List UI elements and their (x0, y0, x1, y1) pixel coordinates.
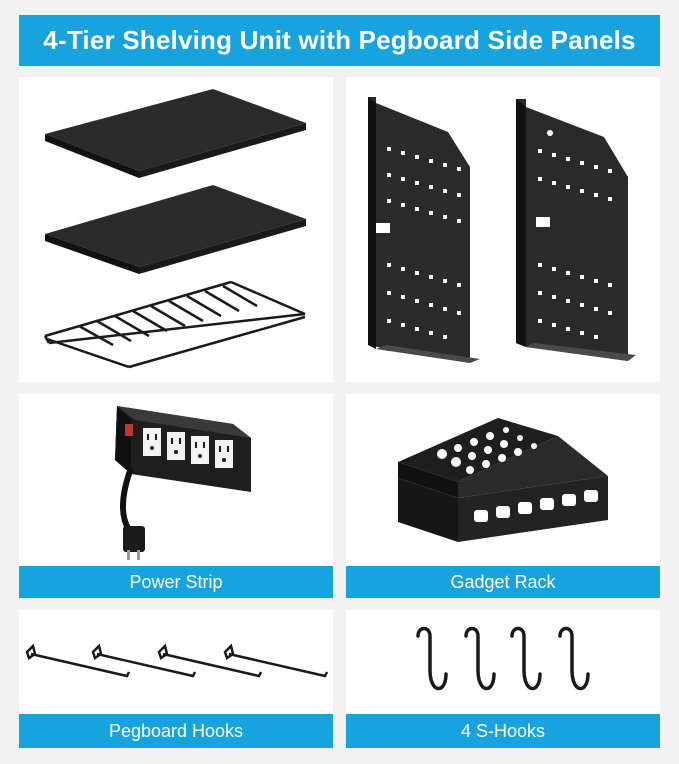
pegboard-hooks-caption: Pegboard Hooks (19, 714, 333, 748)
s-hook-icon (416, 626, 590, 691)
gadget-rack-label: Gadget Rack (450, 571, 556, 592)
power-strip-caption: Power Strip (19, 566, 333, 598)
s-hooks-label: 4 S-Hooks (460, 720, 546, 741)
power-strip-panel: Power Strip (19, 394, 333, 598)
power-strip-icon (115, 406, 251, 560)
shelf-icon (43, 89, 306, 369)
title-banner: 4-Tier Shelving Unit with Pegboard Side … (19, 15, 660, 66)
gadget-rack-caption: Gadget Rack (346, 566, 660, 598)
pegboard-hooks-panel: Pegboard Hooks (19, 610, 333, 748)
s-hooks-panel: 4 S-Hooks (346, 610, 660, 748)
shelves-panel (19, 77, 333, 382)
gadget-rack-panel: Gadget Rack (346, 394, 660, 598)
s-hooks-caption: 4 S-Hooks (346, 714, 660, 748)
power-strip-label: Power Strip (129, 571, 223, 592)
pegboard-hooks-label: Pegboard Hooks (108, 720, 244, 741)
pegboard-panel-icon (368, 97, 636, 363)
gadget-rack-icon (398, 418, 608, 542)
side-panels-panel (346, 77, 660, 382)
banner-title: 4-Tier Shelving Unit with Pegboard Side … (43, 25, 636, 55)
pegboard-hook-icon (25, 643, 329, 678)
